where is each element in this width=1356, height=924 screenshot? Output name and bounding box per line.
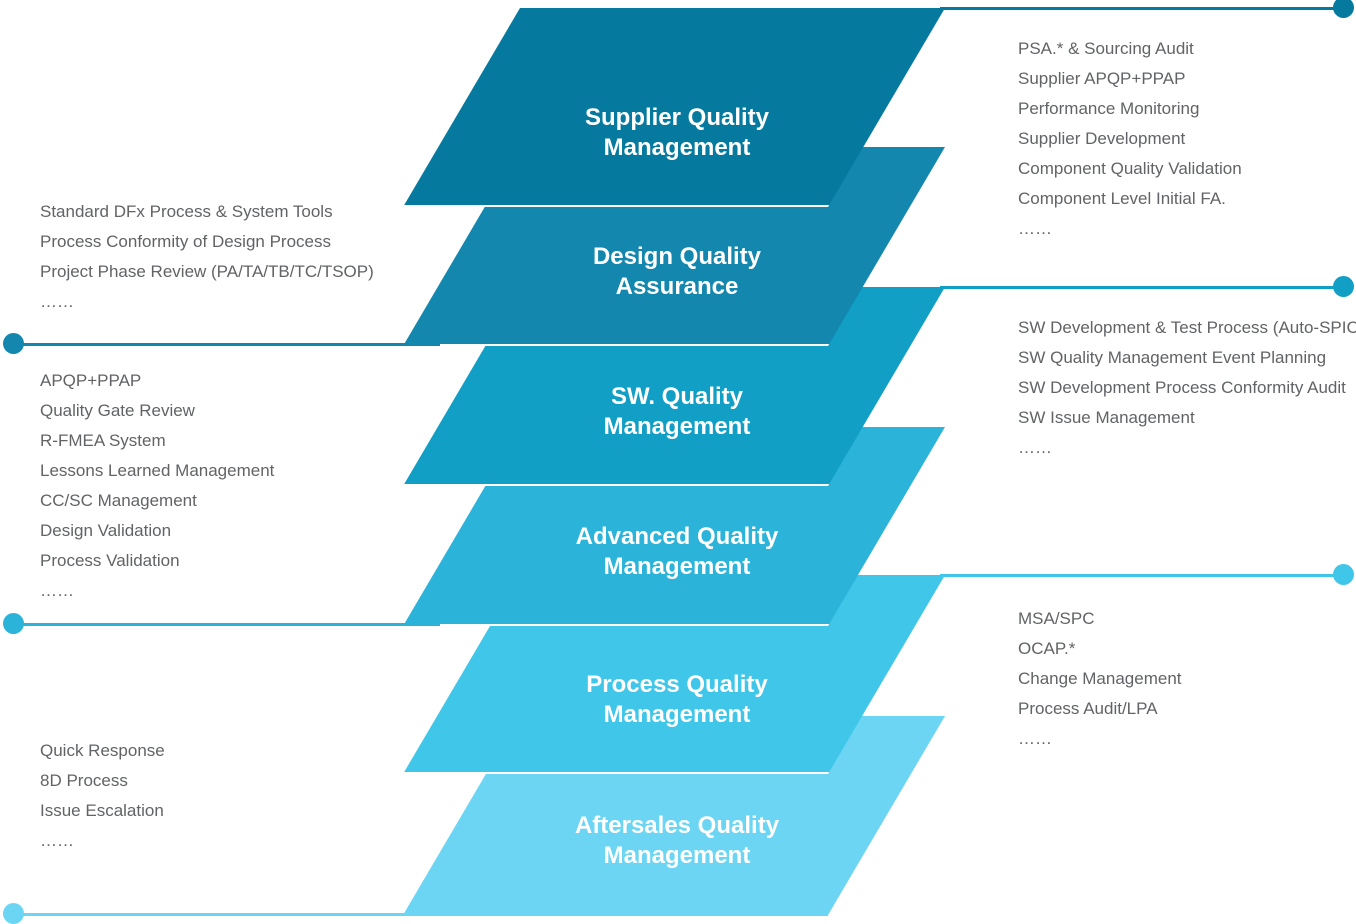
list-item: R-FMEA System	[40, 431, 166, 450]
connector-line	[940, 7, 1343, 10]
list-item: PSA.* & Sourcing Audit	[1018, 39, 1194, 58]
list-item: Performance Monitoring	[1018, 99, 1200, 118]
list-item: Process Audit/LPA	[1018, 699, 1158, 718]
connector-line	[13, 343, 440, 346]
band-title-line: Management	[603, 553, 751, 580]
list-item: Process Validation	[40, 551, 180, 570]
band-title-line: Management	[603, 413, 751, 440]
list-item: Issue Escalation	[40, 801, 164, 820]
left-list-aftersales-items: Quick Response 8D Process Issue Escalati…	[40, 736, 165, 856]
connector-dot	[3, 333, 24, 354]
list-item: ……	[40, 581, 74, 600]
right-list-sw-items: SW Development & Test Process (Auto-SPIC…	[1018, 313, 1356, 463]
band-title-line: Aftersales Quality	[574, 812, 780, 839]
list-item: Project Phase Review (PA/TA/TB/TC/TSOP)	[40, 262, 374, 281]
list-item: ……	[1018, 219, 1052, 238]
list-item: APQP+PPAP	[40, 371, 142, 390]
list-item: Component Quality Validation	[1018, 159, 1242, 178]
list-item: Component Level Initial FA.	[1018, 189, 1226, 208]
band-title-line: Management	[603, 134, 751, 161]
list-item: ……	[1018, 729, 1052, 748]
list-item: SW Development Process Conformity Audit	[1018, 378, 1346, 397]
band-title-line: Management	[603, 701, 751, 728]
list-item: CC/SC Management	[40, 491, 197, 510]
connector-dot	[1333, 276, 1354, 297]
band-title-line: Management	[603, 842, 751, 869]
list-item: SW Issue Management	[1018, 408, 1195, 427]
list-item: Change Management	[1018, 669, 1182, 688]
band-title-line: Design Quality	[592, 243, 762, 270]
connector-line	[13, 913, 828, 916]
list-item: Design Validation	[40, 521, 172, 540]
connector-dot	[3, 903, 24, 924]
left-list-advanced-items: APQP+PPAP Quality Gate Review R-FMEA Sys…	[40, 366, 274, 606]
connector-line	[940, 574, 1343, 577]
list-item: ……	[40, 831, 74, 850]
list-item: ……	[1018, 438, 1052, 457]
list-item: SW Quality Management Event Planning	[1018, 348, 1327, 367]
list-item: OCAP.*	[1018, 639, 1076, 658]
right-list-process-items: MSA/SPC OCAP.* Change Management Process…	[1018, 604, 1182, 754]
band-title-line: Assurance	[615, 273, 739, 300]
connector-dot	[1333, 564, 1354, 585]
list-item: 8D Process	[40, 771, 128, 790]
list-item: Quality Gate Review	[40, 401, 195, 420]
band-title-line: SW. Quality	[610, 383, 744, 410]
list-item: Supplier APQP+PPAP	[1018, 69, 1186, 88]
list-item: Supplier Development	[1018, 129, 1186, 148]
connector-line	[940, 286, 1343, 289]
connector-dot	[1333, 0, 1354, 18]
connector-dot	[3, 613, 24, 634]
list-item: Process Conformity of Design Process	[40, 232, 331, 251]
list-item: SW Development & Test Process (Auto-SPIC…	[1018, 318, 1356, 337]
connector-line	[13, 623, 440, 626]
list-item: Quick Response	[40, 741, 165, 760]
left-list-design-items: Standard DFx Process & System Tools Proc…	[40, 197, 374, 317]
list-item: ……	[40, 292, 74, 311]
band-title-line: Process Quality	[586, 671, 768, 698]
right-list-supplier-items: PSA.* & Sourcing Audit Supplier APQP+PPA…	[1018, 34, 1242, 244]
list-item: Lessons Learned Management	[40, 461, 275, 480]
band-title-line: Advanced Quality	[575, 523, 779, 550]
list-item: MSA/SPC	[1018, 609, 1095, 628]
band-title-line: Supplier Quality	[584, 104, 770, 131]
list-item: Standard DFx Process & System Tools	[40, 202, 333, 221]
